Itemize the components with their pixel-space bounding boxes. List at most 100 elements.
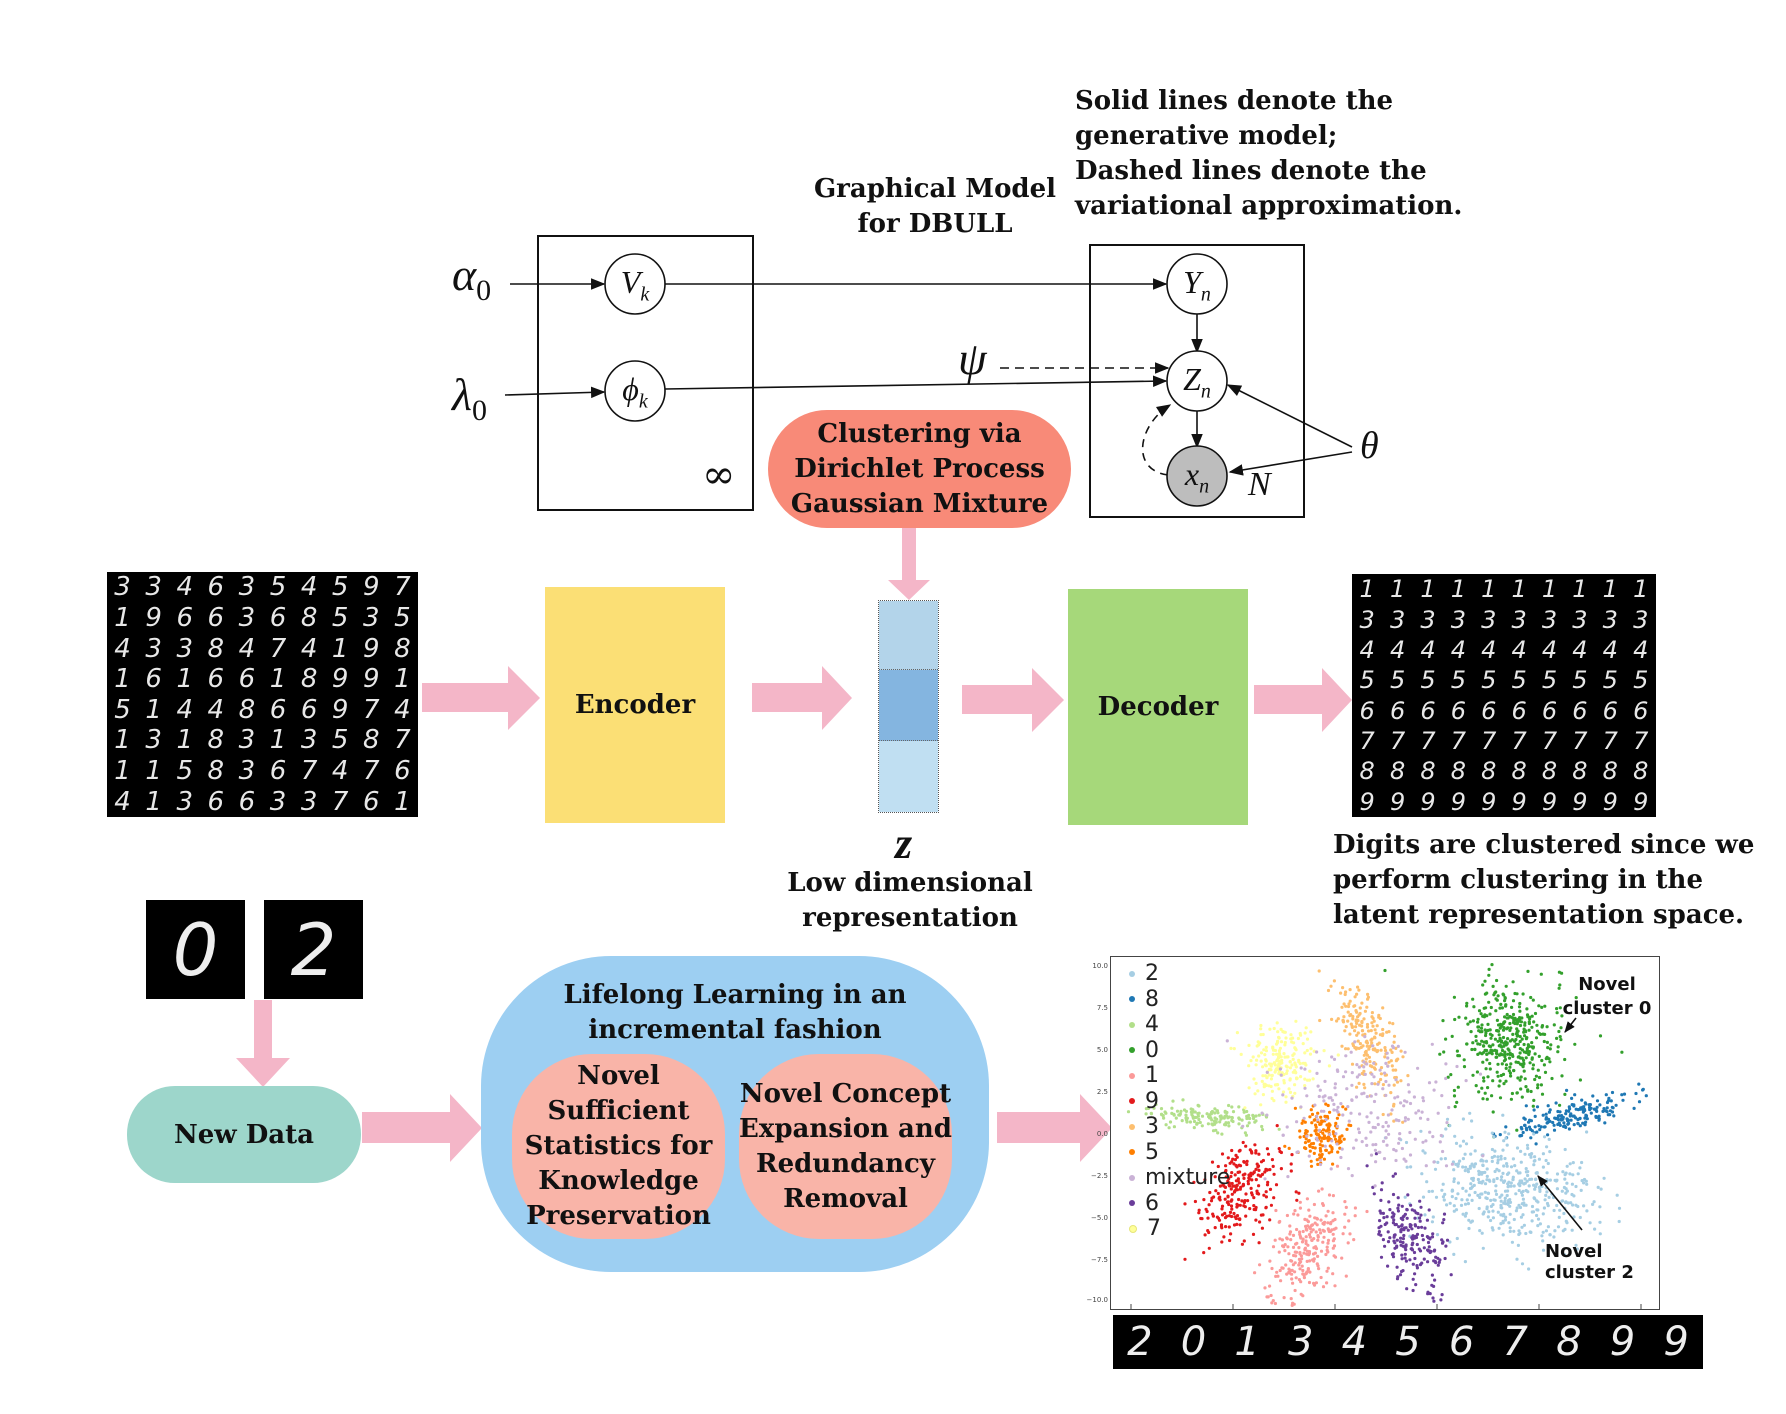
scatter-point [1554, 1101, 1558, 1105]
digit: 4 [394, 694, 411, 725]
scatter-point [1502, 1164, 1506, 1168]
scatter-point [1431, 1296, 1435, 1300]
graphical-model-title-line2: for DBULL [857, 209, 1013, 239]
digit: 3 [176, 633, 193, 664]
scatter-point [1499, 1178, 1503, 1182]
scatter-point [1325, 1245, 1329, 1249]
scatter-point [1572, 1114, 1576, 1118]
digit: 1 [1572, 575, 1588, 604]
scatter-point [1502, 1139, 1506, 1143]
scatter-point [1282, 1296, 1286, 1300]
scatter-point [1544, 1158, 1548, 1163]
scatter-point [1240, 1242, 1244, 1246]
scatter-point [1548, 1178, 1552, 1182]
scatter-point [1434, 1195, 1439, 1199]
digit: 7 [1481, 727, 1497, 756]
scatter-point [1529, 1136, 1533, 1140]
scatter-point [1487, 1178, 1491, 1182]
digit: 7 [1420, 727, 1436, 756]
scatter-point [1466, 1022, 1470, 1026]
scatter-point [1420, 1233, 1424, 1238]
scatter-point [1585, 1209, 1589, 1213]
scatter-point [1459, 1203, 1464, 1207]
scatter-point [1532, 1098, 1536, 1102]
scatter-point [1560, 1014, 1564, 1018]
scatter-point [1433, 1278, 1437, 1282]
z-symbol: z [895, 819, 913, 868]
scatter-point [1456, 1192, 1460, 1196]
scatter-point [1486, 1022, 1490, 1026]
scatter-point [1549, 1043, 1553, 1047]
strip-digit: 1 [1234, 1319, 1260, 1365]
scatter-point [1602, 1107, 1606, 1111]
scatter-point [1546, 1104, 1550, 1108]
scatter-point [1518, 1051, 1522, 1055]
digit: 3 [1481, 605, 1497, 634]
scatter-point [1483, 979, 1487, 983]
scatter-point [1641, 1087, 1645, 1091]
scatter-point [1303, 1217, 1307, 1221]
scatter-point [1319, 1218, 1323, 1222]
scatter-point [1379, 1224, 1383, 1228]
digit: 8 [1541, 757, 1558, 786]
scatter-point [1316, 1238, 1320, 1242]
scatter-point [1499, 1203, 1503, 1207]
scatter-point [1578, 1215, 1582, 1220]
digit: 6 [207, 664, 225, 695]
scatter-point [1485, 991, 1489, 995]
note-line-3: Dashed lines denote the [1075, 156, 1427, 186]
scatter-point [1518, 1001, 1522, 1006]
scatter-point [1576, 1172, 1580, 1176]
digit: 3 [1359, 605, 1375, 634]
scatter-point [1526, 1170, 1530, 1174]
scatter-point [1528, 1015, 1532, 1019]
scatter-point [1258, 1263, 1262, 1267]
scatter-point [1597, 1114, 1601, 1118]
scatter-point [1422, 1257, 1426, 1261]
scatter-point [1325, 1248, 1329, 1252]
scatter-point [1309, 1230, 1313, 1234]
scatter-point [1545, 1145, 1549, 1149]
scatter-point [1541, 1165, 1545, 1169]
scatter-point [1509, 1181, 1513, 1185]
digit: 6 [1511, 696, 1527, 725]
scatter-point [1568, 1162, 1572, 1166]
scatter-point [1446, 1075, 1450, 1079]
scatter-point [1488, 1012, 1492, 1016]
scatter-point [1343, 1200, 1347, 1204]
scatter-point [1564, 1112, 1568, 1116]
scatter-point [1292, 1253, 1296, 1258]
psi-label: ψ [958, 333, 987, 384]
scatter-point [1468, 1164, 1472, 1168]
scatter-point [1584, 1113, 1588, 1117]
scatter-point [1450, 1034, 1454, 1038]
scatter-point [1555, 1172, 1560, 1176]
scatter-point [1333, 1284, 1337, 1288]
strip-digit: 0 [1180, 1319, 1207, 1365]
scatter-point [1385, 1221, 1389, 1225]
scatter-point [1524, 1030, 1528, 1034]
digit: 3 [1541, 605, 1558, 634]
scatter-point [1576, 1122, 1580, 1126]
scatter-point [1530, 1014, 1534, 1018]
scatter-point [1511, 1032, 1515, 1036]
digit: 5 [114, 694, 131, 725]
scatter-point [1515, 1206, 1519, 1210]
scatter-point [1547, 1110, 1551, 1114]
scatter-point [1305, 1259, 1309, 1263]
scatter-point [1504, 984, 1508, 988]
strip-digit: 6 [1448, 1319, 1475, 1365]
scatter-point [1524, 1126, 1528, 1130]
digit: 6 [1389, 696, 1406, 725]
scatter-point [1299, 1254, 1303, 1258]
note-line-1: Solid lines denote the [1075, 86, 1394, 116]
scatter-point [1485, 1058, 1489, 1062]
scatter-point [1528, 1061, 1532, 1065]
scatter-point [1637, 1082, 1641, 1086]
scatter-point [1587, 1103, 1592, 1107]
